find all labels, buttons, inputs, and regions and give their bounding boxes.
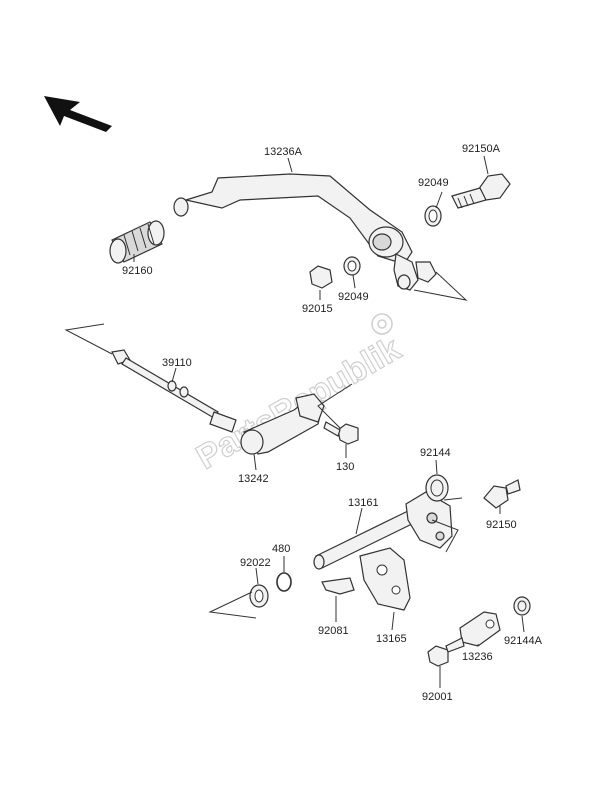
- label-13242: 13242: [238, 473, 269, 485]
- label-13236: 13236: [462, 651, 493, 663]
- gear-logo-icon: [371, 313, 393, 335]
- label-92049-lower: 92049: [338, 291, 369, 303]
- spring-92144A: [513, 596, 531, 616]
- pivot-bolt-92150A: [451, 173, 511, 209]
- bolt-92001: [427, 637, 465, 667]
- brake-pedal-13236A: [173, 173, 437, 291]
- shaft-13161: [313, 491, 453, 570]
- label-92144A: 92144A: [504, 635, 543, 647]
- spring-92144: [425, 474, 463, 502]
- seal-92049-upper: [424, 205, 442, 227]
- circlip-480: [276, 572, 292, 592]
- leader-lines: [64, 155, 525, 688]
- clip-92081: [321, 577, 355, 595]
- label-13165: 13165: [376, 633, 407, 645]
- label-92150A: 92150A: [462, 143, 501, 155]
- label-92049-upper: 92049: [418, 177, 449, 189]
- lever-13236: [459, 611, 501, 647]
- nut-92015: [309, 265, 333, 289]
- lever-13242: [240, 393, 325, 455]
- label-92081: 92081: [318, 625, 349, 637]
- label-480: 480: [272, 543, 290, 555]
- plate-13165: [359, 547, 411, 611]
- label-13161: 13161: [348, 497, 379, 509]
- label-13236A: 13236A: [264, 146, 303, 158]
- front-direction-arrow-icon: [44, 96, 112, 132]
- shift-rod-39110: [111, 349, 237, 433]
- label-92160: 92160: [122, 265, 153, 277]
- label-92144: 92144: [420, 447, 451, 459]
- label-92150: 92150: [486, 519, 517, 531]
- label-92022: 92022: [240, 557, 271, 569]
- washer-92049-lower: [343, 256, 361, 276]
- pedal-rubber-92160: [109, 220, 165, 264]
- label-92001: 92001: [422, 691, 453, 703]
- label-92015: 92015: [302, 303, 333, 315]
- washer-92022: [249, 584, 269, 608]
- bolt-130: [323, 421, 359, 445]
- label-130: 130: [336, 461, 354, 473]
- label-39110: 39110: [162, 357, 192, 369]
- bolt-92150: [483, 479, 521, 509]
